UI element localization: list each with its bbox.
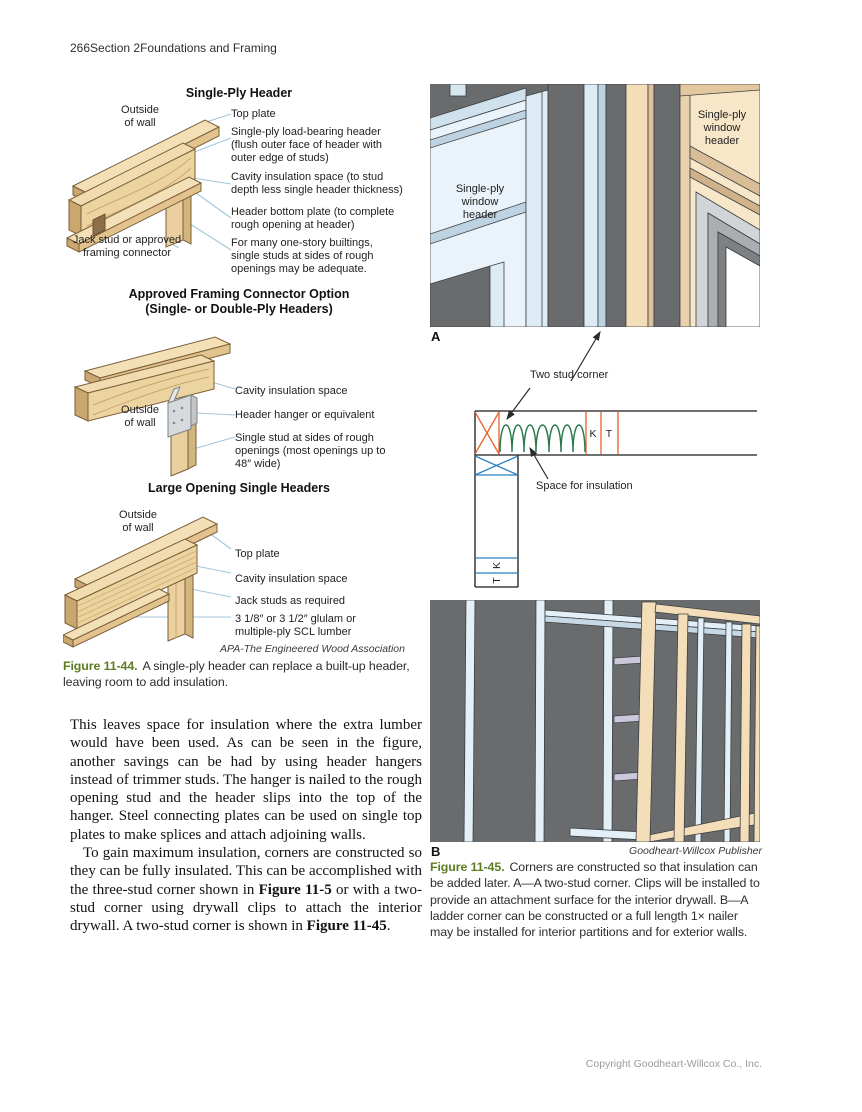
jack-stud-end <box>92 213 106 237</box>
large-opening-art <box>63 516 232 648</box>
header-beam <box>67 142 197 237</box>
glulam-header <box>63 538 199 630</box>
figure-44-caption-text: A single-ply header can replace a built-… <box>63 659 410 690</box>
figure-ref-11-45: Figure 11-45 <box>306 918 387 935</box>
header-beam <box>73 354 216 422</box>
left-wall <box>430 84 527 327</box>
figure-44-caption-label: Figure 11-44. <box>63 659 138 673</box>
figure-45-caption: Figure 11-45.Corners are constructed so … <box>430 859 764 940</box>
orange-stud-marks <box>474 411 619 455</box>
framing-connector-art <box>73 336 236 477</box>
paragraph-2-text: To gain maximum insulation, corners are … <box>70 845 422 898</box>
label-single-stud: Single stud at sides of rough openings (… <box>235 432 386 470</box>
annotation-arrows <box>506 330 601 480</box>
ladder-blocking <box>613 655 645 782</box>
single-ply-header-art <box>65 113 232 253</box>
label-top-plate: Top plate <box>231 108 276 120</box>
diagram-title-line2: (Single- or Double-Ply Headers) <box>145 302 333 316</box>
label-cavity: Cavity insulation space (to stud depth l… <box>231 171 403 196</box>
letter-t: T <box>606 428 613 440</box>
label-outside-of-wall: Outside of wall <box>119 509 157 534</box>
paragraph-2: To gain maximum insulation, corners are … <box>70 844 422 935</box>
blue-stud-marks <box>474 455 519 574</box>
figure-45-caption-text: Corners are constructed so that insulati… <box>430 860 760 940</box>
wall-studs <box>463 600 614 842</box>
nail-holes <box>172 406 184 425</box>
label-jack-studs: Jack studs as required <box>235 595 346 607</box>
label-window-header-right: Single-ply window header <box>697 109 747 147</box>
wall-outlines <box>474 410 757 588</box>
label-jack-stud: Jack stud or approved framing connector <box>72 234 182 259</box>
label-glulam: 3 1/8″ or 3 1/2″ glulam or multiple-ply … <box>235 613 356 638</box>
label-two-stud-corner: Two stud corner <box>530 369 609 381</box>
running-head: 266Section 2Foundations and Framing <box>70 41 277 55</box>
label-hanger: Header hanger or equivalent <box>235 409 375 421</box>
insulation-batt <box>499 424 586 453</box>
wall-cavity-background <box>430 600 760 842</box>
figure-45-caption-label: Figure 11-45. <box>430 860 505 874</box>
figure-b-marker: B <box>431 844 441 859</box>
label-outside-of-wall: Outside of wall <box>121 104 159 129</box>
figure-44-caption: Figure 11-44.A single-ply header can rep… <box>63 658 411 691</box>
corner-stud <box>625 84 681 327</box>
paragraph-2-text: or with a two-stud corner using drywall … <box>70 881 422 935</box>
stud-letters: K T K T <box>491 428 613 584</box>
label-header: Single-ply load-bearing header (flush ou… <box>231 126 383 164</box>
figure-45-credit: Goodheart-Willcox Publisher <box>629 845 762 857</box>
page-number: 266 <box>70 41 91 55</box>
diagram-framing-connector: Approved Framing Connector Option (Singl… <box>63 287 415 479</box>
diagram-title: Single-Ply Header <box>185 86 293 100</box>
diagram-large-opening: Large Opening Single Headers <box>63 481 415 657</box>
label-window-header-left: Single-ply window header <box>455 183 505 221</box>
paragraph-1: This leaves space for insulation where t… <box>70 717 422 843</box>
laminations <box>76 550 198 624</box>
right-wall <box>679 84 760 327</box>
two-stud-corner-plan: K T K T Two stud corner Space for insula… <box>430 325 762 605</box>
letter-k: K <box>589 428 596 440</box>
body-text: This leaves space for insulation where t… <box>70 716 422 936</box>
copyright-line: Copyright Goodheart-Willcox Co., Inc. <box>585 1058 762 1070</box>
figure-44-credit: APA-The Engineered Wood Association <box>219 643 405 655</box>
paragraph-2-text: . <box>386 918 391 935</box>
header-hanger <box>167 386 198 438</box>
diagram-title-line1: Approved Framing Connector Option <box>128 287 350 301</box>
diagram-title: Large Opening Single Headers <box>148 481 330 495</box>
diagram-single-ply-header: Single-Ply Header <box>63 86 415 284</box>
bottom-board <box>63 588 171 648</box>
figure-a-marker: A <box>431 329 441 344</box>
figure-b-ladder-corner <box>430 600 760 842</box>
label-cavity: Cavity insulation space <box>235 573 348 585</box>
label-top-plate: Top plate <box>235 548 280 560</box>
label-bottom-plate: Header bottom plate (to complete rough o… <box>231 206 395 231</box>
letter-t-rotated: T <box>491 577 503 584</box>
wood-grain <box>92 368 210 416</box>
label-cavity: Cavity insulation space <box>235 385 348 397</box>
far-wall-studs <box>694 617 733 842</box>
letter-k-rotated: K <box>491 562 503 569</box>
label-outside-of-wall: Outside of wall <box>121 404 159 429</box>
label-space-for-insulation: Space for insulation <box>536 480 633 492</box>
corner-plan-art: K T K T <box>474 330 757 588</box>
chapter-title: Foundations and Framing <box>140 41 277 55</box>
figure-a-corner-illustration <box>430 84 760 327</box>
section-label: Section 2 <box>90 41 141 55</box>
center-studs <box>525 84 627 327</box>
label-note: For many one-story builtings, single stu… <box>231 237 374 275</box>
corner-framing <box>635 601 760 842</box>
figure-ref-11-5: Figure 11-5 <box>258 881 332 898</box>
